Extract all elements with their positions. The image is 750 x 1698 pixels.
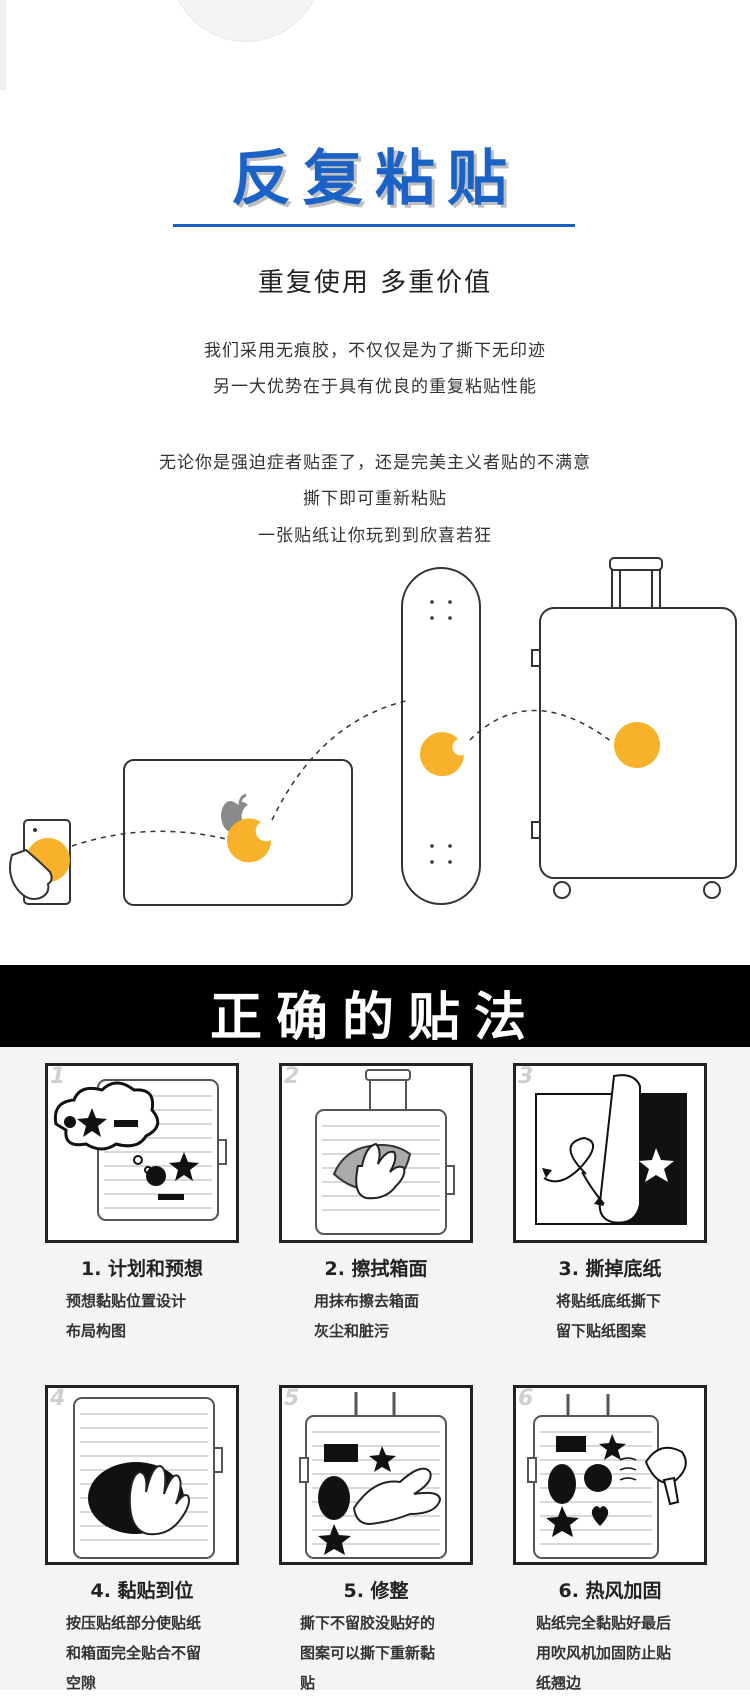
reuse-illustration — [9, 557, 737, 906]
section-banner — [0, 965, 750, 1047]
star-icon — [77, 1108, 107, 1137]
heat-illustration — [527, 1394, 687, 1559]
peeled-paper-icon — [598, 1074, 641, 1224]
step-desc-4: 按压贴纸部分使贴纸 和箱面完全贴合不留 空隙 — [66, 1608, 201, 1698]
plan-illustration — [53, 1079, 227, 1221]
dashed-arrow — [71, 830, 231, 847]
section-subtitle: 重复使用 多重价值 — [257, 268, 493, 298]
step-desc-line: 图案可以撕下重新黏 — [300, 1644, 436, 1662]
step-desc-2: 用抹布擦去箱面 灰尘和脏污 — [314, 1286, 419, 1346]
step-title-4: 4. 黏贴到位 — [90, 1580, 194, 1602]
step-desc-line: 用吹风机加固防止贴 — [536, 1644, 672, 1662]
step-card-3: 3 — [513, 1063, 707, 1243]
step-desc-5: 撕下不留胶没贴好的 图案可以撕下重新黏 贴 — [300, 1608, 435, 1698]
step-desc-line: 留下贴纸图案 — [556, 1322, 647, 1340]
step-desc-line: 贴 — [300, 1674, 316, 1692]
step-desc-line: 用抹布擦去箱面 — [314, 1292, 420, 1310]
trim-illustration — [299, 1392, 447, 1559]
paragraph-line: 我们采用无痕胶，不仅仅是为了撕下无印迹 — [204, 341, 546, 361]
step-desc-6: 贴纸完全黏贴好最后 用吹风机加固防止贴 纸翘边 — [536, 1608, 671, 1698]
hand-icon — [9, 848, 53, 900]
step-title-3: 3. 撕掉底纸 — [558, 1258, 662, 1280]
skateboard-icon — [401, 567, 481, 905]
step-number: 6 — [518, 1386, 534, 1411]
step-desc-line: 空隙 — [66, 1674, 97, 1692]
step-card-1: 1 — [45, 1063, 239, 1243]
step-number: 1 — [50, 1064, 66, 1089]
wipe-illustration — [315, 1069, 455, 1235]
star-icon — [318, 1524, 351, 1555]
step-number: 4 — [50, 1386, 66, 1411]
star-icon — [169, 1152, 199, 1181]
step-desc-line: 撕下不留胶没贴好的 — [300, 1614, 436, 1632]
step-title-5: 5. 修整 — [343, 1580, 409, 1602]
top-decor-shape — [170, 0, 322, 42]
heart-icon — [591, 1506, 609, 1526]
step-number: 5 — [284, 1386, 300, 1411]
step-desc-line: 纸翘边 — [536, 1674, 582, 1692]
laptop-icon — [123, 759, 353, 906]
sticker-dot — [420, 732, 464, 777]
step-desc-line: 灰尘和脏污 — [314, 1322, 390, 1340]
hand-icon — [128, 1464, 190, 1536]
step-card-2: 2 — [279, 1063, 473, 1243]
dashed-arrow — [469, 709, 613, 743]
section-title: 反复粘贴 — [231, 144, 519, 214]
title-underline — [173, 224, 575, 227]
hand-icon — [352, 1467, 442, 1526]
paragraph-line: 一张贴纸让你玩到到欣喜若狂 — [258, 526, 492, 546]
sticker-dot — [227, 818, 272, 863]
step-desc-line: 和箱面完全贴合不留 — [66, 1644, 202, 1662]
press-illustration — [73, 1397, 223, 1559]
step-desc-line: 贴纸完全黏贴好最后 — [536, 1614, 672, 1632]
step-desc-1: 预想黏贴位置设计 布局构图 — [66, 1286, 186, 1346]
step-card-6: 6 — [513, 1385, 707, 1565]
phone-icon — [9, 819, 71, 905]
step-number: 2 — [284, 1064, 300, 1089]
star-icon — [546, 1506, 579, 1537]
step-desc-line: 将贴纸底纸撕下 — [556, 1292, 662, 1310]
hair-dryer-icon — [644, 1446, 687, 1484]
step-desc-line: 按压贴纸部分使贴纸 — [66, 1614, 202, 1632]
step-title-6: 6. 热风加固 — [558, 1580, 662, 1602]
step-desc-line: 预想黏贴位置设计 — [66, 1292, 187, 1310]
suitcase-icon — [531, 557, 737, 899]
paragraph-line: 撕下即可重新粘贴 — [303, 489, 447, 509]
star-icon — [369, 1446, 396, 1472]
paragraph-line: 无论你是强迫症者贴歪了，还是完美主义者贴的不满意 — [159, 453, 591, 473]
step-number: 3 — [518, 1064, 534, 1089]
step-title-1: 1. 计划和预想 — [80, 1258, 204, 1280]
top-edge-strip — [0, 0, 6, 90]
star-icon — [639, 1148, 674, 1182]
paragraph-line: 另一大优势在于具有优良的重复粘贴性能 — [213, 377, 537, 397]
step-title-2: 2. 擦拭箱面 — [324, 1258, 428, 1280]
thought-bubble-icon — [53, 1081, 160, 1151]
curved-arrow — [543, 1136, 594, 1183]
step-card-5: 5 — [279, 1385, 473, 1565]
peel-illustration — [535, 1074, 687, 1225]
step-card-4: 4 — [45, 1385, 239, 1565]
banner-title: 正确的贴法 — [209, 988, 540, 1048]
step-desc-3: 将贴纸底纸撕下 留下贴纸图案 — [556, 1286, 661, 1346]
sticker-dot — [614, 722, 660, 768]
star-icon — [599, 1434, 626, 1460]
hand-icon — [355, 1142, 406, 1200]
step-desc-line: 布局构图 — [66, 1322, 127, 1340]
